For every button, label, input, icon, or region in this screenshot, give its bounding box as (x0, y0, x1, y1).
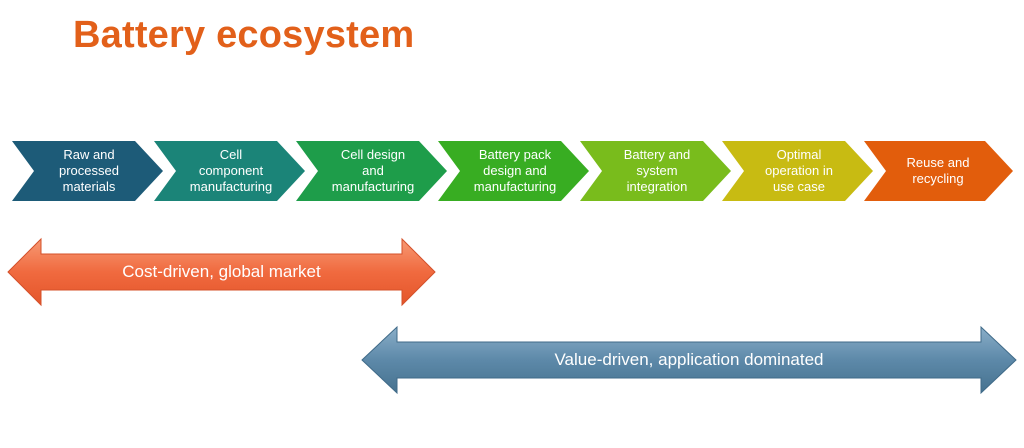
stage-chevron-1 (12, 141, 163, 201)
stage-chevron-4 (438, 141, 589, 201)
stage-chevron-2 (154, 141, 305, 201)
stage-chevron-6 (722, 141, 873, 201)
page-title: Battery ecosystem (73, 14, 415, 56)
stage-chevron-7 (864, 141, 1013, 201)
stage-chevron-3 (296, 141, 447, 201)
stage-chevron-5 (580, 141, 731, 201)
value-driven-arrow (361, 325, 1017, 395)
cost-driven-arrow (7, 237, 436, 307)
